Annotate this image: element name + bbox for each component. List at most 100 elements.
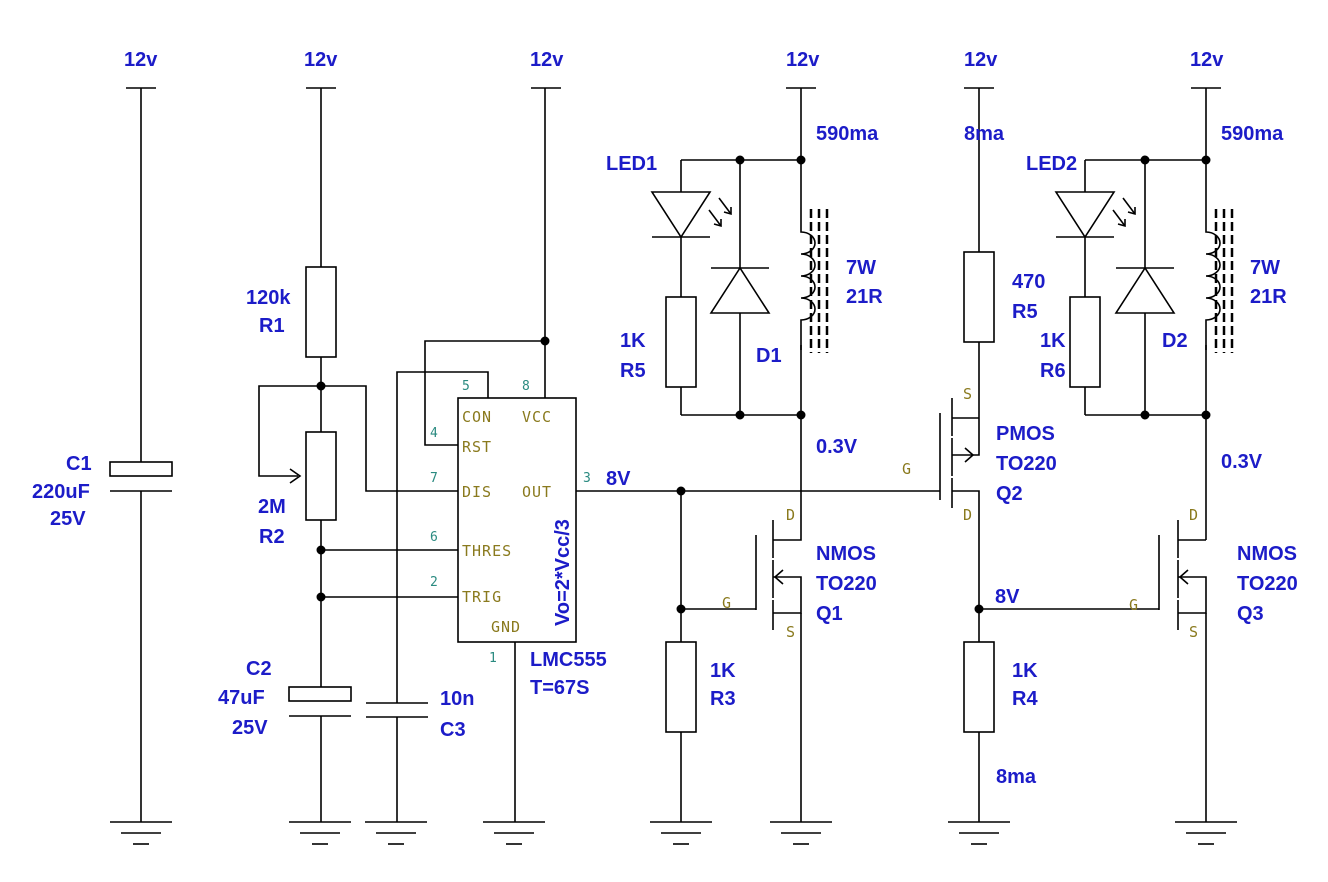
led1-ref: LED1 bbox=[606, 153, 657, 175]
resistor-r6 bbox=[1069, 296, 1101, 388]
r5-right-ref: R5 bbox=[1012, 301, 1038, 323]
q1-pin-d: D bbox=[786, 506, 796, 524]
c2-value: 47uF bbox=[218, 687, 265, 709]
q1-package: TO220 bbox=[816, 573, 877, 595]
led1-branch bbox=[650, 88, 829, 515]
q2-type: PMOS bbox=[996, 423, 1055, 445]
output-net bbox=[576, 486, 940, 822]
q3-pin-s: S bbox=[1189, 623, 1199, 641]
r3-ref: R3 bbox=[710, 688, 736, 710]
supply-label-led1: 12v bbox=[786, 49, 820, 71]
ground-q1 bbox=[770, 821, 832, 845]
r4-ref: R4 bbox=[1012, 688, 1038, 710]
q1-type: NMOS bbox=[816, 543, 876, 565]
svg-text:4: 4 bbox=[430, 426, 438, 441]
ic-body bbox=[457, 397, 577, 643]
svg-text:7: 7 bbox=[430, 471, 438, 486]
c2-ref: C2 bbox=[246, 658, 272, 680]
resistor-r3 bbox=[665, 641, 697, 733]
supply-label-r1: 12v bbox=[304, 49, 338, 71]
q2-ref: Q2 bbox=[996, 483, 1023, 505]
r3-value: 1K bbox=[710, 660, 736, 682]
r4-value: 1K bbox=[1012, 660, 1038, 682]
pin-rst: RST bbox=[462, 438, 492, 456]
pin-thres: THRES bbox=[462, 542, 512, 560]
r2-wiper-arrow bbox=[289, 468, 302, 484]
led2-ref: LED2 bbox=[1026, 153, 1077, 175]
nmos-q3 bbox=[1158, 520, 1207, 822]
q2-current-top: 8ma bbox=[964, 123, 1005, 145]
led1-triangle bbox=[650, 191, 712, 239]
lmc555-timer bbox=[424, 88, 577, 822]
q2-pin-g: G bbox=[902, 460, 912, 478]
r1-value: 120k bbox=[246, 287, 291, 309]
out-voltage: 8V bbox=[606, 468, 631, 490]
coil1-power: 7W bbox=[846, 257, 876, 279]
svg-text:2: 2 bbox=[430, 575, 438, 590]
q3-pin-d: D bbox=[1189, 506, 1199, 524]
q1-ref: Q1 bbox=[816, 603, 843, 625]
potentiometer-r2 bbox=[305, 431, 337, 521]
r6-value: 1K bbox=[1040, 330, 1066, 352]
diode-d1 bbox=[709, 266, 771, 314]
pin-gnd: GND bbox=[491, 618, 521, 636]
ground-q3 bbox=[1175, 821, 1237, 845]
q2-package: TO220 bbox=[996, 453, 1057, 475]
coil2-current: 590ma bbox=[1221, 123, 1284, 145]
q3-drain-voltage: 0.3V bbox=[1221, 451, 1263, 473]
resistor-r5-left bbox=[665, 296, 697, 388]
r5-left-value: 1K bbox=[620, 330, 646, 352]
capacitor-c1 bbox=[109, 88, 173, 822]
pin-vcc: VCC bbox=[522, 408, 552, 426]
d1-ref: D1 bbox=[756, 345, 782, 367]
q3-gate-voltage: 8V bbox=[995, 586, 1020, 608]
q3-pin-g: G bbox=[1129, 596, 1139, 614]
pin-dis: DIS bbox=[462, 483, 492, 501]
c1-ref: C1 bbox=[66, 453, 92, 475]
d2-ref: D2 bbox=[1162, 330, 1188, 352]
supply-label-q2: 12v bbox=[964, 49, 998, 71]
timing-network bbox=[258, 88, 458, 822]
r5-left-ref: R5 bbox=[620, 360, 646, 382]
diode-d2 bbox=[1114, 266, 1176, 314]
r1-ref: R1 bbox=[259, 315, 285, 337]
c3-value: 10n bbox=[440, 688, 474, 710]
ground-c1 bbox=[110, 821, 172, 845]
pin-out: OUT bbox=[522, 483, 552, 501]
svg-text:1: 1 bbox=[489, 651, 497, 666]
coil2-winding bbox=[1205, 207, 1221, 350]
coil2-resistance: 21R bbox=[1250, 286, 1287, 308]
c3-ref: C3 bbox=[440, 719, 466, 741]
q1-pin-g: G bbox=[722, 594, 732, 612]
q3-package: TO220 bbox=[1237, 573, 1298, 595]
resistor-r5-right bbox=[963, 251, 995, 343]
coil2-power: 7W bbox=[1250, 257, 1280, 279]
ground-c2 bbox=[289, 821, 351, 845]
resistor-r1 bbox=[305, 266, 337, 358]
ic-timing: T=67S bbox=[530, 677, 589, 699]
ic-formula: Vo=2*Vcc/3 bbox=[552, 519, 574, 626]
pin-trig: TRIG bbox=[462, 588, 502, 606]
capacitor-c3 bbox=[366, 371, 489, 822]
r2-wiper-wire bbox=[258, 385, 321, 477]
nmos-q1 bbox=[755, 515, 802, 822]
q2-current-bottom: 8ma bbox=[996, 766, 1037, 788]
led2-branch bbox=[1054, 88, 1234, 540]
ground-r4 bbox=[948, 821, 1010, 845]
pmos-q2 bbox=[939, 88, 1159, 822]
svg-text:5: 5 bbox=[462, 379, 470, 394]
svg-text:6: 6 bbox=[430, 530, 438, 545]
q3-ref: Q3 bbox=[1237, 603, 1264, 625]
q2-pin-d: D bbox=[963, 506, 973, 524]
pin-con: CON bbox=[462, 408, 492, 426]
led2-triangle bbox=[1054, 191, 1116, 239]
ic-pin-numbers: 5 8 4 7 3 6 2 1 bbox=[430, 379, 591, 666]
ground-555 bbox=[483, 821, 545, 845]
coil1-winding bbox=[800, 207, 816, 350]
r6-ref: R6 bbox=[1040, 360, 1066, 382]
ground-c3 bbox=[365, 821, 427, 845]
coil1-current: 590ma bbox=[816, 123, 879, 145]
resistor-r4 bbox=[963, 641, 995, 733]
supply-label-555: 12v bbox=[530, 49, 564, 71]
